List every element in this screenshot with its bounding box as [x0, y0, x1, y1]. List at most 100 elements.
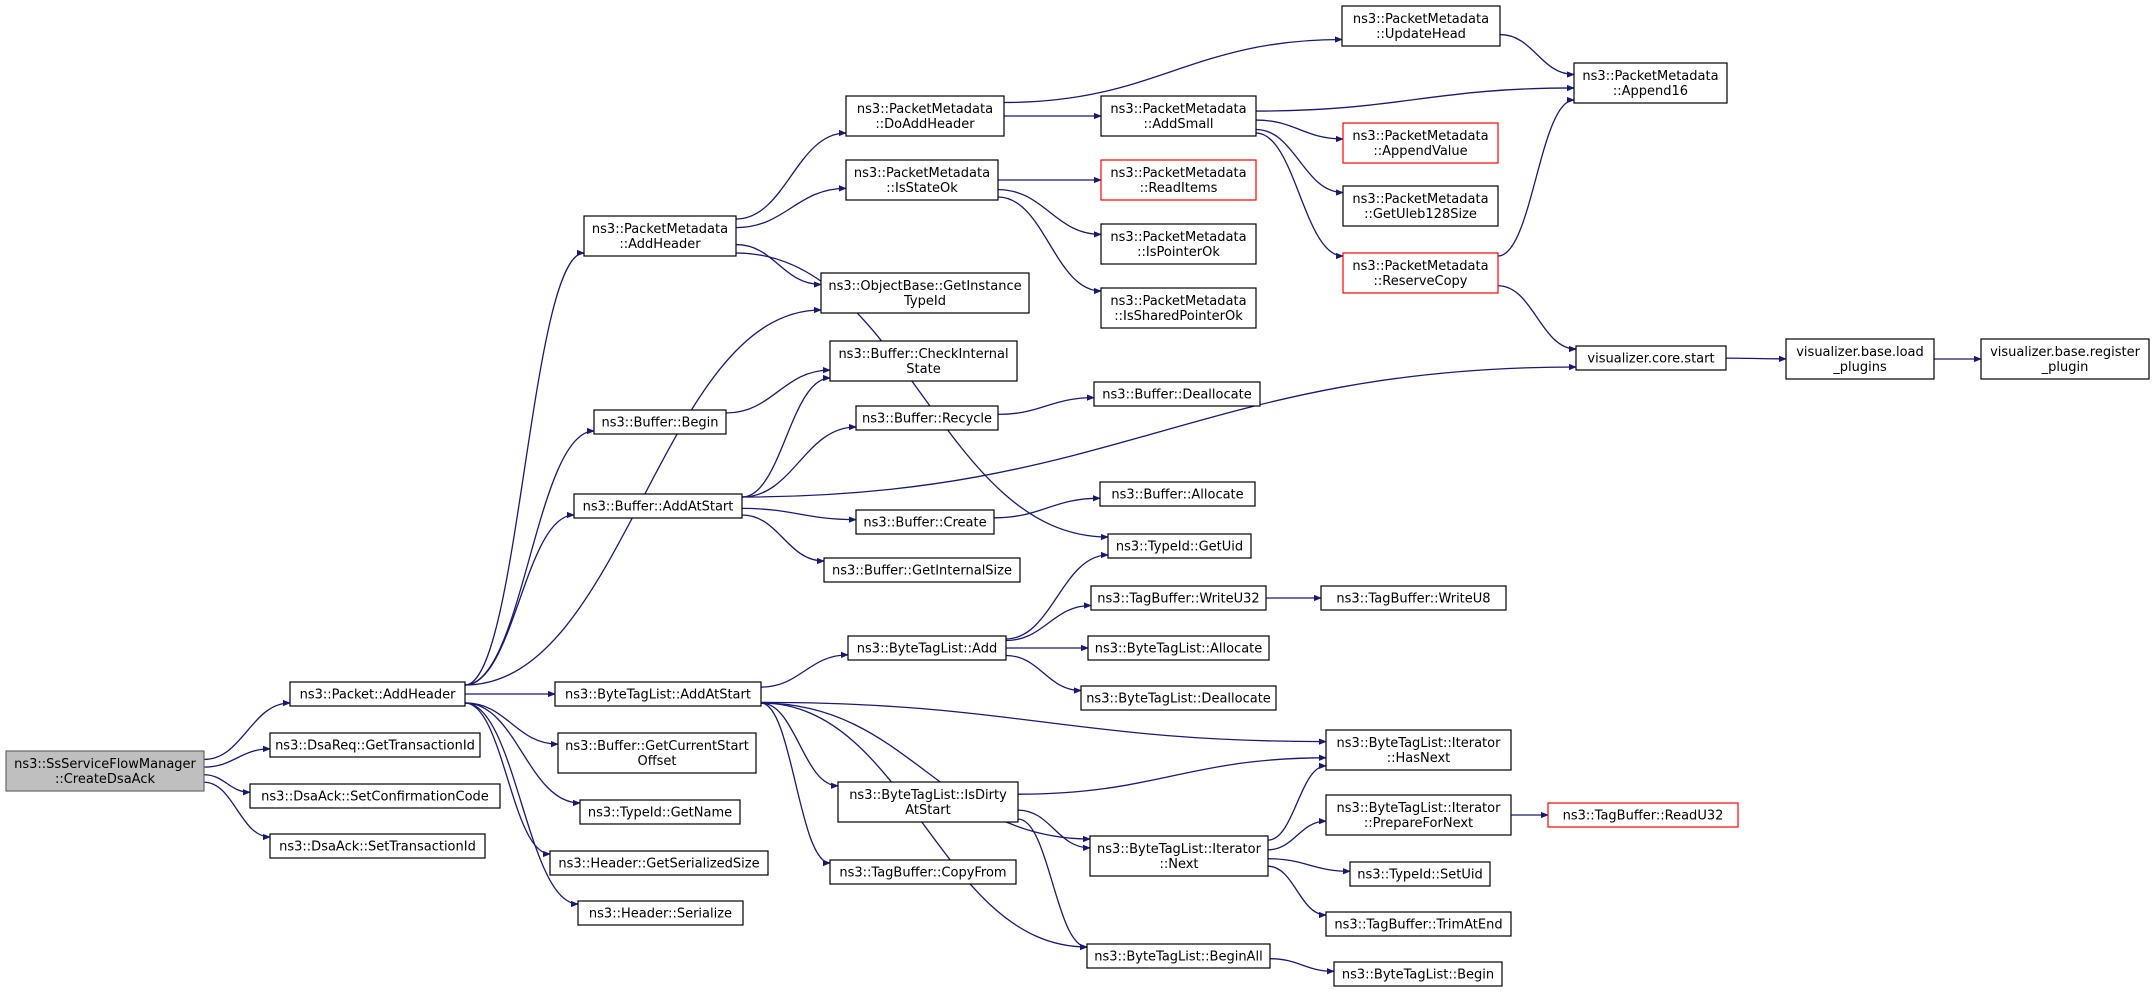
node-pm-addheader[interactable]: ns3::PacketMetadata::AddHeader — [583, 215, 737, 257]
node-label: ns3::PacketMetadata — [1352, 129, 1488, 144]
edge-buf_begin-to-buf_checkint — [725, 366, 831, 414]
node-viz-base-register[interactable]: visualizer.base.register_plugin — [1980, 338, 2150, 380]
node-dsareq-gettid[interactable]: ns3::DsaReq::GetTransactionId — [269, 732, 481, 758]
edge-btl_isdirty-to-btli_next — [1017, 809, 1091, 852]
node-btl-addatstart[interactable]: ns3::ByteTagList::AddAtStart — [554, 681, 762, 707]
node-tid-getname[interactable]: ns3::TypeId::GetName — [579, 799, 741, 825]
node-label: ::GetUleb128Size — [1364, 207, 1477, 222]
edge-btl_add-to-btl_dealloc — [1005, 654, 1082, 694]
node-label: ns3::PacketMetadata — [854, 166, 990, 181]
node-pm-appendvalue[interactable]: ns3::PacketMetadata::AppendValue — [1342, 122, 1499, 164]
node-label: ns3::PacketMetadata — [1110, 102, 1246, 117]
node-pm-issharedptrok[interactable]: ns3::PacketMetadata::IsSharedPointerOk — [1100, 287, 1257, 329]
node-label: ns3::Buffer::Create — [863, 516, 986, 531]
node-box — [1573, 62, 1728, 104]
node-label: State — [906, 362, 940, 377]
node-btl-dealloc[interactable]: ns3::ByteTagList::Deallocate — [1080, 685, 1277, 711]
node-label: ns3::Buffer::GetInternalSize — [832, 564, 1012, 579]
node-label: ns3::Packet::AddHeader — [300, 688, 456, 703]
edge-pkt_addheader-to-hdr_getsersize — [464, 702, 551, 858]
node-box — [1107, 533, 1252, 559]
node-tb-copyfrom[interactable]: ns3::TagBuffer::CopyFrom — [829, 859, 1017, 885]
edge-btl_addatstart-to-tb_copyfrom — [760, 702, 831, 867]
node-tb-trimatend[interactable]: ns3::TagBuffer::TrimAtEnd — [1325, 911, 1512, 937]
edge-btl_addatstart-to-btli_hasnext — [760, 701, 1327, 745]
node-btl-begin[interactable]: ns3::ByteTagList::Begin — [1333, 961, 1503, 987]
node-box — [1342, 252, 1499, 294]
node-box — [269, 732, 481, 758]
edge-btl_isdirty-to-btl_beginall — [1017, 818, 1088, 951]
node-dsaack-settid[interactable]: ns3::DsaAck::SetTransactionId — [269, 833, 486, 859]
node-buf-create[interactable]: ns3::Buffer::Create — [855, 509, 995, 535]
node-label: ns3::PacketMetadata — [1353, 12, 1489, 27]
node-tid-setuid[interactable]: ns3::TypeId::SetUid — [1349, 861, 1491, 887]
node-box — [820, 272, 1030, 314]
node-label: ::ReadItems — [1140, 181, 1218, 196]
node-box — [1333, 961, 1503, 987]
node-pkt-addheader[interactable]: ns3::Packet::AddHeader — [289, 681, 466, 707]
node-label: ns3::ObjectBase::GetInstance — [828, 279, 1021, 294]
node-pm-reservecopy[interactable]: ns3::PacketMetadata::ReserveCopy — [1342, 252, 1499, 294]
node-box — [583, 215, 737, 257]
node-pm-updatehead[interactable]: ns3::PacketMetadata::UpdateHead — [1341, 5, 1501, 47]
edge-pkt_addheader-to-buf_getcurstart — [464, 702, 559, 748]
node-pm-getuleb[interactable]: ns3::PacketMetadata::GetUleb128Size — [1342, 185, 1499, 227]
node-tb-readu32[interactable]: ns3::TagBuffer::ReadU32 — [1547, 802, 1739, 828]
edge-root-to-dsaack_settid — [203, 781, 271, 841]
node-btli-prepare[interactable]: ns3::ByteTagList::Iterator::PrepareForNe… — [1325, 794, 1512, 836]
node-box — [1099, 481, 1256, 507]
node-label: ns3::Buffer::CheckInternal — [838, 347, 1008, 362]
node-buf-addatstart[interactable]: ns3::Buffer::AddAtStart — [573, 493, 743, 519]
node-label: ns3::ByteTagList::Iterator — [1337, 801, 1502, 816]
node-buf-alloc[interactable]: ns3::Buffer::Allocate — [1099, 481, 1256, 507]
node-pm-doaddheader[interactable]: ns3::PacketMetadata::DoAddHeader — [845, 95, 1005, 137]
node-pm-readitems[interactable]: ns3::PacketMetadata::ReadItems — [1100, 159, 1257, 201]
node-label: ns3::ByteTagList::Allocate — [1095, 642, 1263, 657]
node-tb-writeu32[interactable]: ns3::TagBuffer::WriteU32 — [1090, 585, 1267, 611]
edge-btl_beginall-to-btl_begin — [1269, 958, 1335, 975]
node-label: ns3::Buffer::Recycle — [862, 412, 992, 427]
node-label: ns3::DsaAck::SetConfirmationCode — [261, 790, 489, 805]
node-hdr-serialize[interactable]: ns3::Header::Serialize — [577, 900, 744, 926]
node-dsaack-setconf[interactable]: ns3::DsaAck::SetConfirmationCode — [249, 783, 501, 809]
node-pm-addsmall[interactable]: ns3::PacketMetadata::AddSmall — [1100, 95, 1257, 137]
node-buf-begin[interactable]: ns3::Buffer::Begin — [593, 409, 727, 435]
node-btl-alloc[interactable]: ns3::ByteTagList::Allocate — [1087, 635, 1270, 661]
node-box — [5, 750, 205, 792]
node-btli-next[interactable]: ns3::ByteTagList::Iterator::Next — [1089, 835, 1269, 877]
node-buf-getintsize[interactable]: ns3::Buffer::GetInternalSize — [823, 557, 1021, 583]
node-label: ns3::TagBuffer::WriteU32 — [1097, 592, 1259, 607]
node-viz-base-load[interactable]: visualizer.base.load_plugins — [1785, 338, 1935, 380]
node-viz-core-start[interactable]: visualizer.core.start — [1575, 345, 1727, 371]
node-hdr-getsersize[interactable]: ns3::Header::GetSerializedSize — [549, 850, 769, 876]
node-box — [289, 681, 466, 707]
node-box — [1320, 585, 1507, 611]
node-box — [1342, 185, 1499, 227]
node-pm-append16[interactable]: ns3::PacketMetadata::Append16 — [1573, 62, 1728, 104]
node-box — [1575, 345, 1727, 371]
node-label: ns3::DsaAck::SetTransactionId — [279, 840, 476, 855]
node-btl-beginall[interactable]: ns3::ByteTagList::BeginAll — [1086, 943, 1271, 969]
node-label: ::AppendValue — [1373, 144, 1467, 159]
node-btli-hasnext[interactable]: ns3::ByteTagList::Iterator::HasNext — [1325, 729, 1512, 771]
node-tid-getuid[interactable]: ns3::TypeId::GetUid — [1107, 533, 1252, 559]
edge-buf_addatstart-to-buf_checkint — [741, 374, 831, 498]
node-buf-recycle[interactable]: ns3::Buffer::Recycle — [855, 405, 999, 431]
edge-buf_recycle-to-buf_dealloc — [997, 394, 1095, 416]
node-label: ns3::Buffer::AddAtStart — [583, 500, 734, 515]
node-label: ns3::PacketMetadata — [1352, 192, 1488, 207]
node-pm-isstateok[interactable]: ns3::PacketMetadata::IsStateOk — [845, 159, 999, 201]
node-pm-isptrok[interactable]: ns3::PacketMetadata::IsPointerOk — [1100, 223, 1257, 265]
node-root[interactable]: ns3::SsServiceFlowManager::CreateDsaAck — [5, 750, 205, 792]
node-label: ns3::Buffer::Deallocate — [1102, 388, 1251, 403]
node-btl-add[interactable]: ns3::ByteTagList::Add — [847, 635, 1007, 661]
node-buf-dealloc[interactable]: ns3::Buffer::Deallocate — [1093, 381, 1261, 407]
node-box — [269, 833, 486, 859]
edge-pkt_addheader-to-buf_addatstart — [464, 511, 575, 686]
node-tb-writeu8[interactable]: ns3::TagBuffer::WriteU8 — [1320, 585, 1507, 611]
